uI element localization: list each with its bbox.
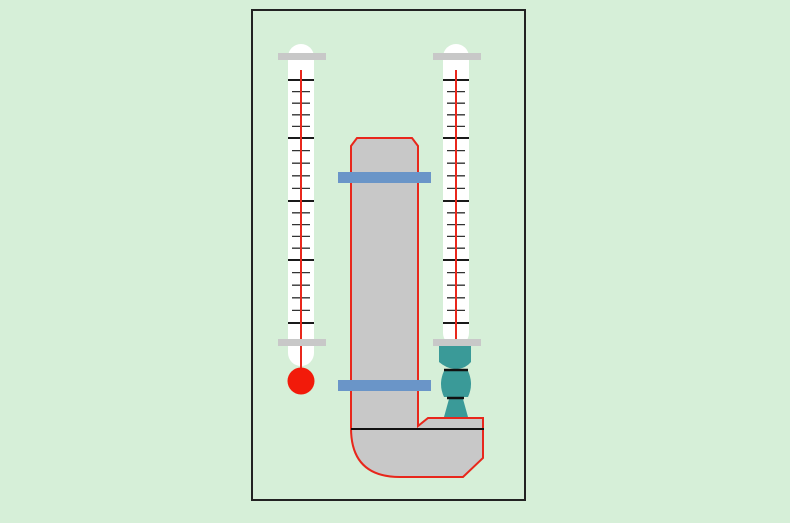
upper-clamp-band bbox=[338, 172, 431, 183]
right-bottom-cap bbox=[433, 339, 481, 346]
diagram-frame bbox=[251, 9, 526, 501]
lower-clamp-band bbox=[338, 380, 431, 391]
left-top-cap bbox=[278, 53, 326, 60]
pipe-body bbox=[350, 137, 484, 478]
connector-cone bbox=[444, 399, 468, 417]
right-thermometer bbox=[433, 44, 481, 417]
left-thermometer bbox=[278, 44, 326, 395]
right-top-cap bbox=[433, 53, 481, 60]
connector-top bbox=[439, 346, 471, 369]
u-pipe bbox=[350, 137, 484, 478]
left-bottom-cap bbox=[278, 339, 326, 346]
connector-bulb bbox=[441, 371, 471, 397]
left-mercury-bulb bbox=[287, 367, 315, 395]
